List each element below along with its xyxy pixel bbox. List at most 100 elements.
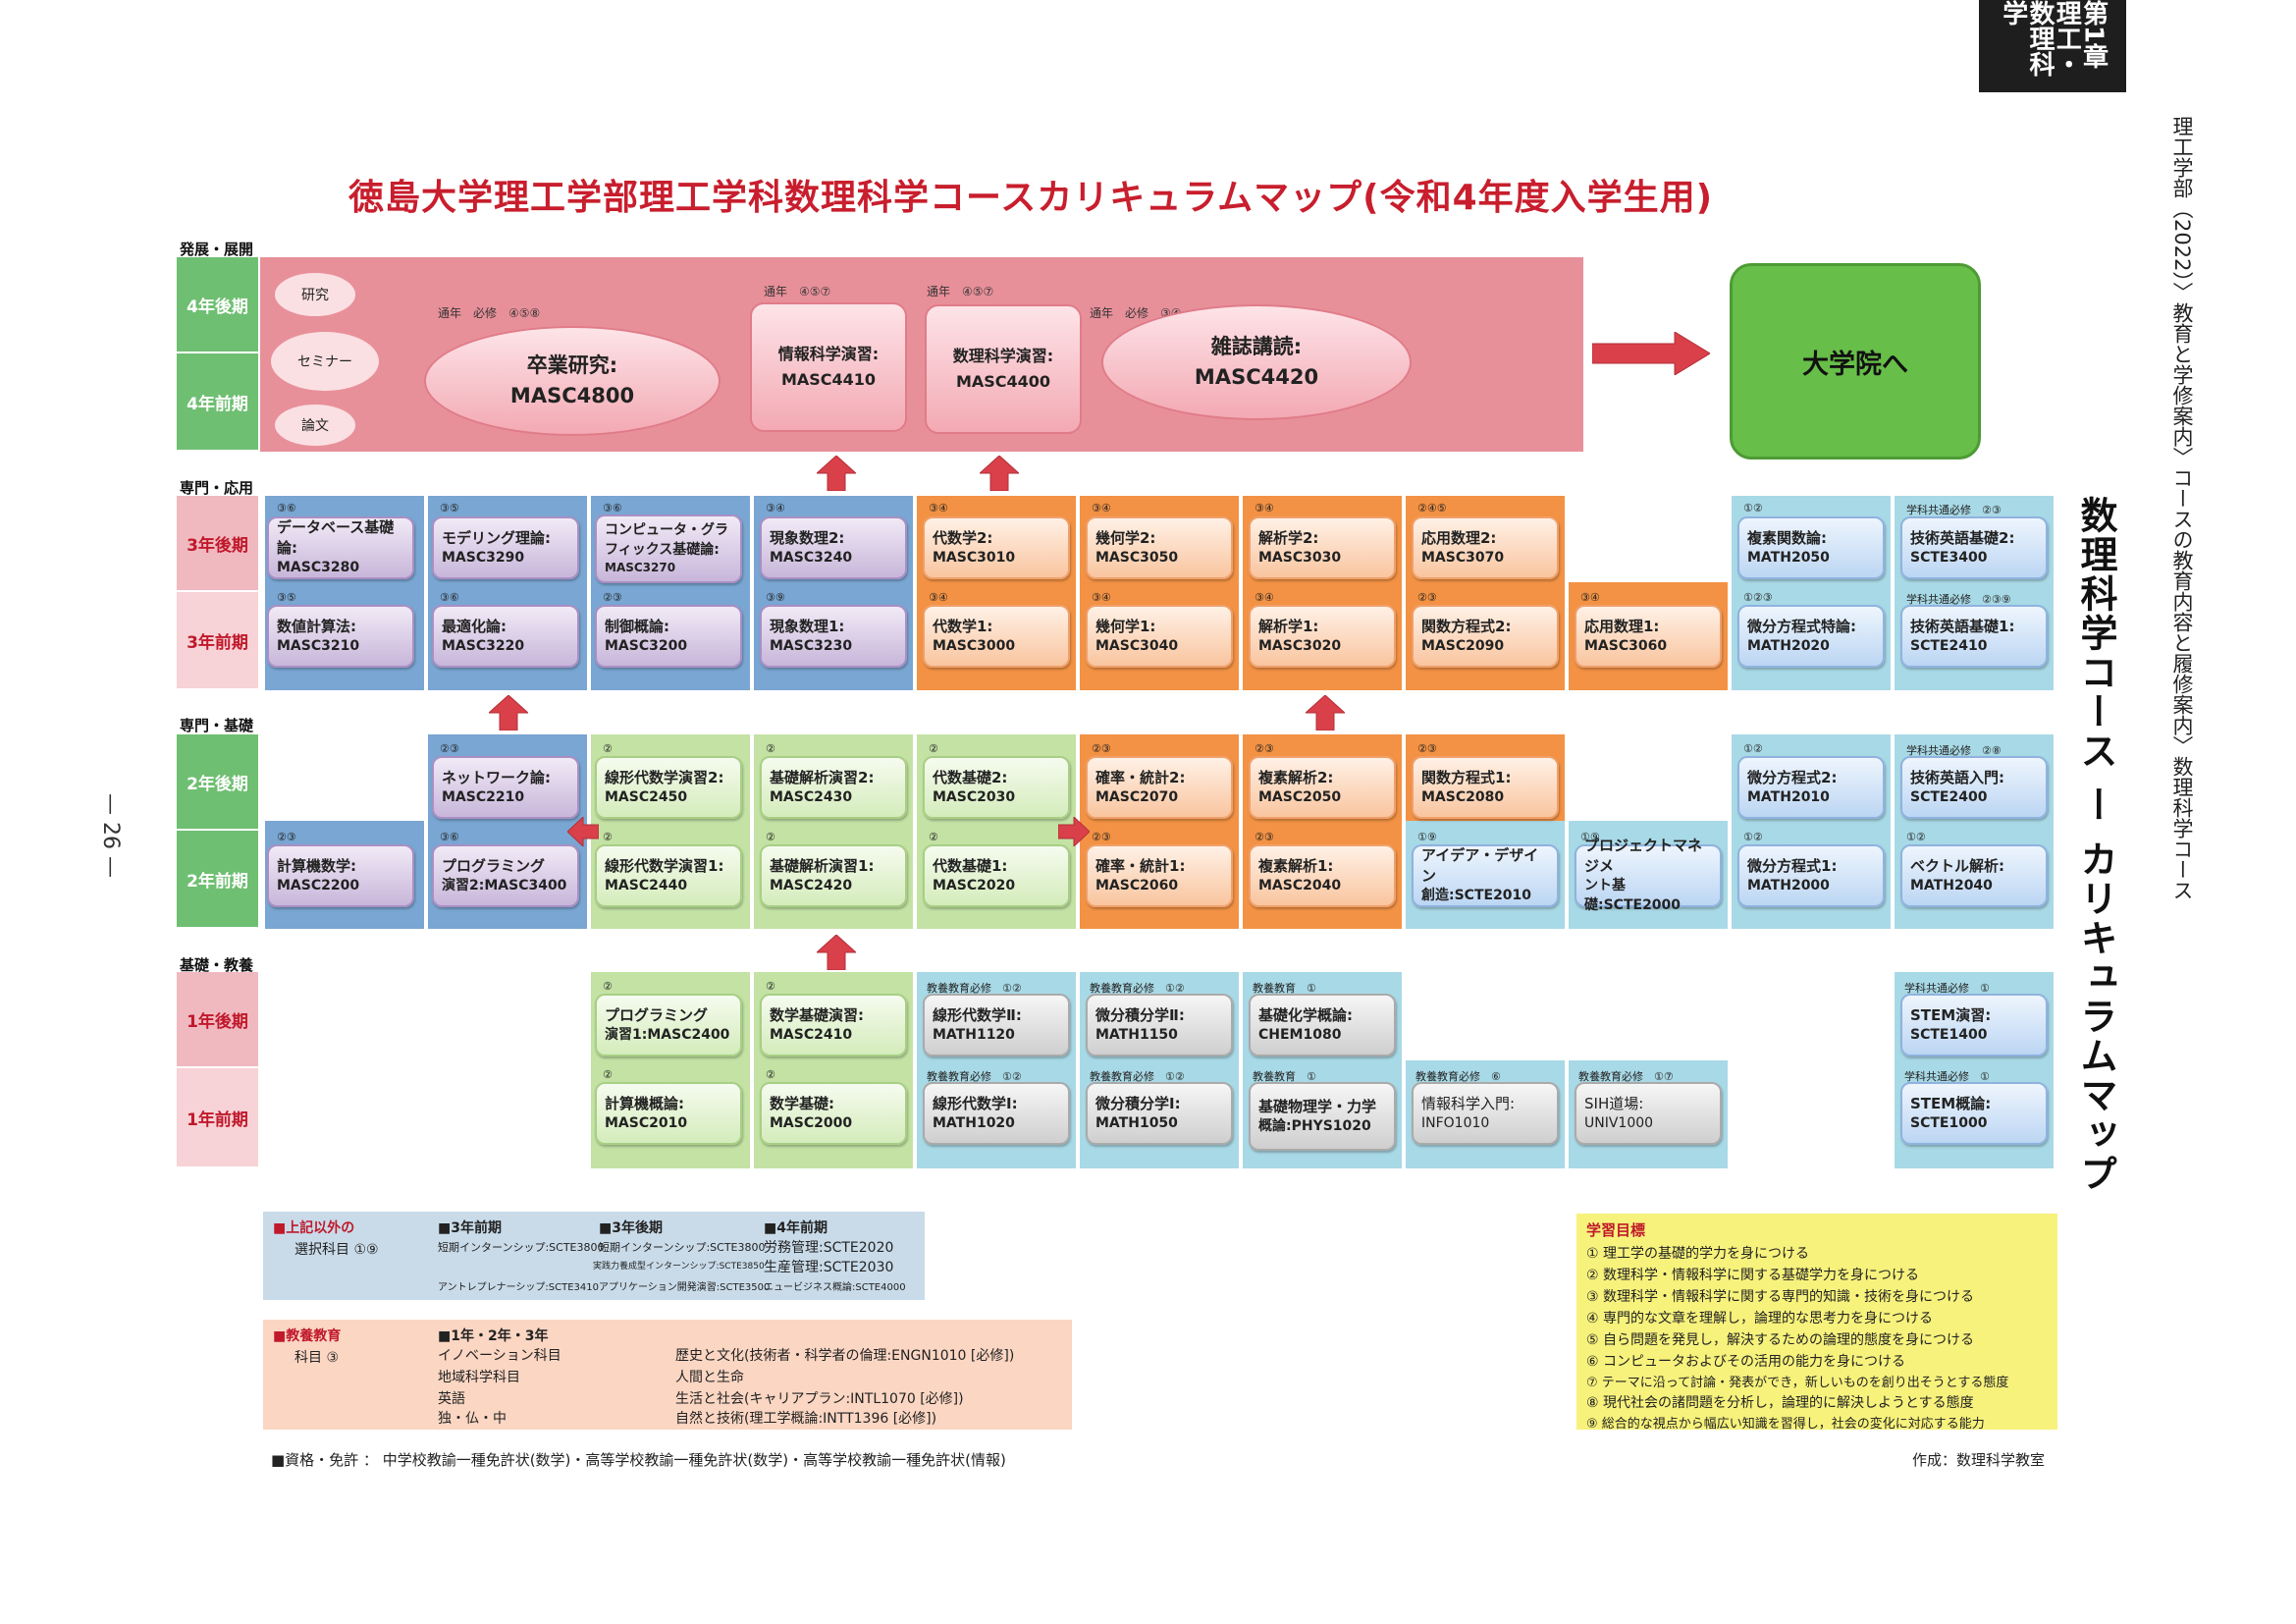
page-number: — 26 — bbox=[98, 793, 123, 878]
course-basic-analysis-ex-1: 基礎解析演習1:MASC2420 bbox=[760, 844, 907, 907]
course-tag: 学科共通必修 ① bbox=[1904, 982, 1990, 995]
course-code: MASC2210 bbox=[442, 788, 525, 805]
course-name: ネットワーク論: bbox=[442, 768, 551, 786]
course-tag: ③⑥ bbox=[277, 502, 296, 514]
electives-item: アプリケーション開発演習:SCTE3500 bbox=[599, 1282, 771, 1293]
course-tag: 教養教育必修 ⑥ bbox=[1415, 1070, 1501, 1083]
course-algebra-basic-2: 代数基礎2:MASC2030 bbox=[923, 756, 1070, 819]
course-code: MASC3220 bbox=[442, 637, 525, 654]
course-vector-analysis: ベクトル解析:MATH2040 bbox=[1900, 844, 2048, 907]
course-applied-math-2: 応用数理2:MASC3070 bbox=[1412, 516, 1559, 579]
goal-item: ② 数理科学・情報科学に関する基礎学力を身につける bbox=[1586, 1267, 1919, 1283]
course-code: MASC3070 bbox=[1421, 549, 1505, 566]
row-label-3b: 3年後期 bbox=[177, 496, 258, 592]
course-code: MASC4400 bbox=[955, 372, 1051, 391]
liberal-item: 歴史と文化(技術者・科学者の倫理:ENGN1010 [必修]) bbox=[675, 1348, 1015, 1364]
course-code: MASC2450 bbox=[605, 788, 688, 805]
liberal-arts-box: ■教養教育 科目 ③ ■1年・2年・3年 イノベーション科目 地域科学科目 英語… bbox=[263, 1320, 1072, 1430]
electives-item: ニュービジネス概論:SCTE4000 bbox=[764, 1282, 906, 1293]
course-code: MASC2090 bbox=[1421, 637, 1505, 654]
course-name: 数学基礎: bbox=[770, 1094, 834, 1112]
course-name: プログラミング bbox=[442, 856, 546, 875]
course-code: CHEM1080 bbox=[1258, 1026, 1342, 1043]
course-code: SCTE2400 bbox=[1910, 788, 1988, 805]
course-tag: 教養教育 ① bbox=[1253, 982, 1316, 995]
course-complex-2: 複素解析2:MASC2050 bbox=[1249, 756, 1396, 819]
course-code: MASC3280 bbox=[277, 560, 360, 576]
course-basic-physics: 基礎物理学・力学概論:PHYS1020 bbox=[1249, 1082, 1396, 1151]
left-arrow-icon bbox=[567, 817, 599, 846]
course-algebra-basic-1: 代数基礎1:MASC2020 bbox=[923, 844, 1070, 907]
course-tag: 学科共通必修 ① bbox=[1904, 1070, 1990, 1083]
row-label-1a: 1年前期 bbox=[177, 1068, 258, 1168]
course-tag: ③④ bbox=[929, 591, 948, 604]
course-tag: ③④ bbox=[1580, 591, 1600, 604]
course-name: 確率・統計1: bbox=[1095, 856, 1186, 875]
course-name: 線形代数学Ⅰ: bbox=[933, 1094, 1018, 1112]
course-journal: 雑誌講読: MASC4420 bbox=[1101, 304, 1412, 420]
course-computer-intro: 計算機概論:MASC2010 bbox=[595, 1082, 742, 1145]
course-tag: ③④ bbox=[1092, 591, 1111, 604]
course-calculus-1: 微分積分学Ⅰ:MATH1050 bbox=[1086, 1082, 1233, 1145]
course-code: SCTE2410 bbox=[1910, 637, 1988, 654]
course-network: ネットワーク論: MASC2210 bbox=[432, 756, 579, 819]
course-database: データベース基礎論:MASC3280 bbox=[267, 516, 414, 579]
course-geometry-2: 幾何学2:MASC3050 bbox=[1086, 516, 1233, 579]
course-name: 微分積分学Ⅰ: bbox=[1095, 1094, 1181, 1112]
course-tech-english-1: 技術英語基礎1:SCTE2410 bbox=[1900, 605, 2048, 668]
course-diff-eq-1: 微分方程式1:MATH2000 bbox=[1737, 844, 1885, 907]
course-code: MASC2420 bbox=[770, 877, 853, 893]
course-code: MASC2080 bbox=[1421, 788, 1505, 805]
course-tag: ② bbox=[929, 742, 938, 755]
course-tag: ①⑨ bbox=[1417, 831, 1437, 843]
up-arrow-icon bbox=[817, 935, 856, 970]
course-code: ント基礎:SCTE2000 bbox=[1584, 878, 1682, 913]
liberal-heading-2: 科目 ③ bbox=[281, 1350, 340, 1366]
course-code: UNIV1000 bbox=[1584, 1114, 1654, 1131]
course-code: MATH1120 bbox=[933, 1026, 1015, 1043]
course-linalg-2: 線形代数学Ⅱ: MATH1120 bbox=[923, 994, 1070, 1056]
course-tag: ③④ bbox=[1255, 502, 1274, 514]
course-name: 線形代数学Ⅱ: bbox=[933, 1005, 1022, 1024]
up-arrow-icon bbox=[980, 456, 1019, 491]
goal-item: ④ 専門的な文章を理解し，論理的な思考力を身につける bbox=[1586, 1310, 1933, 1326]
goal-item: ⑥ コンピュータおよびその活用の能力を身につける bbox=[1586, 1353, 1905, 1370]
electives-item: アントレプレナーシップ:SCTE3410 bbox=[438, 1282, 599, 1293]
goals-heading: 学習目標 bbox=[1586, 1221, 1646, 1239]
course-tag: ③④ bbox=[1255, 591, 1274, 604]
course-name: 情報科学入門: bbox=[1421, 1094, 1516, 1112]
electives-col3-head: ■4年前期 bbox=[764, 1220, 828, 1236]
course-tag: ③⑤ bbox=[277, 591, 296, 604]
course-analysis-1: 解析学1:MASC3020 bbox=[1249, 605, 1396, 668]
course-code: MASC2410 bbox=[770, 1026, 853, 1043]
thesis-tag: 通年 必修 ④⑤⑧ bbox=[438, 306, 541, 320]
course-name: 解析学2: bbox=[1258, 528, 1319, 547]
course-functional-eq-1: 関数方程式1:MASC2080 bbox=[1412, 756, 1559, 819]
course-programming-1: プログラミング演習1:MASC2400 bbox=[595, 994, 742, 1056]
course-code: SCTE3400 bbox=[1910, 549, 1988, 566]
course-name: 幾何学1: bbox=[1095, 617, 1156, 635]
course-linalg-ex-2: 線形代数学演習2:MASC2450 bbox=[595, 756, 742, 819]
course-tag: ③⑥ bbox=[440, 591, 459, 604]
course-name: 代数学2: bbox=[933, 528, 993, 547]
course-math-basic: 数学基礎: MASC2000 bbox=[760, 1082, 907, 1145]
pill-seminar: セミナー bbox=[271, 332, 379, 391]
course-code: MASC2000 bbox=[770, 1114, 853, 1131]
course-tag: 学科共通必修 ②⑧ bbox=[1906, 744, 2002, 757]
course-info-science-intro: 情報科学入門:INFO1010 bbox=[1412, 1082, 1559, 1145]
course-tag: ①②③ bbox=[1743, 591, 1773, 604]
right-arrow-icon bbox=[1058, 817, 1090, 846]
course-code: MASC4410 bbox=[780, 370, 877, 389]
course-code: MASC3290 bbox=[442, 549, 525, 566]
electives-item: 労務管理:SCTE2020 bbox=[764, 1240, 894, 1256]
course-code: MASC2050 bbox=[1258, 788, 1342, 805]
course-computer-math: 計算機数学:MASC2200 bbox=[267, 844, 414, 907]
course-code: MATH2040 bbox=[1910, 877, 1993, 893]
course-code: MASC2200 bbox=[277, 877, 360, 893]
course-name: 微分積分学Ⅱ: bbox=[1095, 1005, 1185, 1024]
course-applied-math-1: 応用数理1:MASC3060 bbox=[1575, 605, 1722, 668]
course-code: MATH2020 bbox=[1747, 637, 1830, 654]
course-name: コンピュータ・グラフィックス基礎論: bbox=[605, 522, 728, 558]
course-tag: 教養教育必修 ①② bbox=[927, 1070, 1022, 1083]
liberal-item: 独・仏・中 bbox=[438, 1411, 507, 1427]
